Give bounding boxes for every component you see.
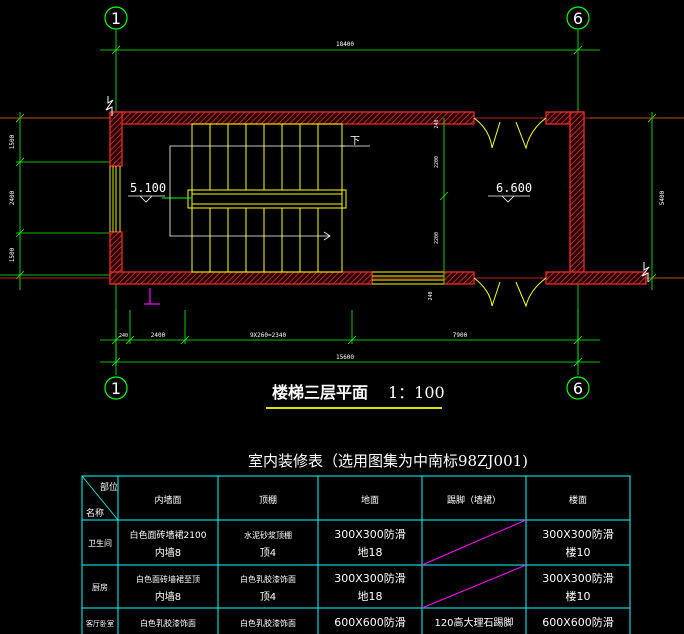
row-1-name: 卫生间: [88, 538, 112, 548]
mid-dimension: [439, 118, 449, 284]
finish-table-grid: [81, 475, 631, 634]
top-dimension-text: 18400: [336, 41, 354, 48]
stair-treads-lower: [209, 208, 319, 272]
level-left: 5.100: [130, 181, 166, 195]
row-2-upper-2: 楼10: [566, 589, 591, 603]
entry-threshold: [372, 271, 444, 285]
row-2-wall-2: 内墙8: [155, 590, 181, 603]
row-3-skirt-1: 120高大理石踢脚: [434, 616, 513, 629]
row-3-floor-1: 600X600防滑: [334, 615, 406, 629]
level-right: 6.600: [496, 181, 532, 195]
axis-bubble-left-bottom: 1: [104, 376, 128, 400]
header-skirting: 踢脚（墙裙）: [447, 494, 501, 506]
bottom-dim-1: 240: [119, 333, 128, 339]
header-wall: 内墙面: [154, 494, 181, 506]
walls: [109, 111, 647, 285]
row-2-name: 厨房: [92, 582, 108, 592]
bottom-dimensions: [100, 310, 600, 367]
table-title: 室内装修表（选用图集为中南标98ZJ001): [248, 452, 528, 470]
axis-label: 6: [573, 9, 583, 28]
right-dimension: [590, 112, 684, 290]
left-dim-2: 2400: [9, 190, 16, 205]
right-dim-total: 5400: [659, 190, 666, 205]
row-1-floor-2: 地18: [358, 546, 383, 559]
wall-bottom-right: [545, 271, 647, 285]
mid-dim-2: 2200: [434, 232, 440, 244]
row-1-ceiling-1: 水泥砂浆顶棚: [244, 530, 292, 540]
left-dimensions: [0, 112, 110, 290]
stair-treads-upper: [209, 124, 319, 190]
row-1-ceiling-2: 顶4: [260, 547, 276, 559]
top-dimension: [100, 45, 600, 55]
row-3-upper-1: 600X600防滑: [542, 615, 614, 629]
left-dim-3: 1500: [9, 247, 16, 262]
corner-bottom: 名称: [86, 507, 104, 519]
mid-dim-1: 2200: [434, 156, 440, 168]
wall-left-upper: [109, 111, 123, 167]
row-2-floor-2: 地18: [358, 590, 383, 603]
left-dim-1: 1500: [9, 134, 16, 149]
level-marker-left: [128, 195, 165, 203]
mid-dim-3: 240: [428, 291, 434, 300]
row-1-upper-1: 300X300防滑: [542, 527, 614, 541]
plan-scale: 1：100: [388, 383, 445, 402]
row-3-name: 客厅卧室: [86, 619, 114, 628]
row-1-wall-2: 内墙8: [155, 546, 181, 559]
skirting-na-marks: [421, 519, 527, 609]
axis-bubble-right-bottom: 6: [566, 376, 590, 400]
row-1-floor-1: 300X300防滑: [334, 527, 406, 541]
doors: [473, 117, 547, 308]
left-window: [109, 166, 121, 232]
header-ceiling: 顶棚: [259, 494, 277, 506]
axis-label: 1: [111, 379, 121, 398]
bottom-dim-2: 2400: [151, 332, 166, 339]
header-upper-floor: 楼面: [569, 494, 587, 506]
section-marker: [144, 288, 160, 305]
axis-label: 1: [111, 9, 121, 28]
row-2-floor-1: 300X300防滑: [334, 571, 406, 585]
bottom-dim-4: 7900: [453, 332, 468, 339]
wall-right: [569, 111, 585, 285]
mid-dim-top: 240: [434, 119, 440, 128]
axis-label: 6: [573, 379, 583, 398]
stair: [162, 123, 347, 273]
corner-top: 部位: [100, 481, 118, 493]
bottom-dim-total: 15600: [336, 354, 354, 361]
break-marks: [105, 96, 650, 282]
stair-down-label: 下: [350, 136, 360, 147]
plan-title: 楼梯三层平面: [272, 383, 368, 402]
header-floor: 地面: [361, 494, 379, 506]
stair-arrows: [169, 145, 370, 241]
row-1-upper-2: 楼10: [566, 545, 591, 559]
row-1-wall-1: 白色面砖墙裙2100: [130, 529, 207, 541]
level-marker-right: [488, 195, 530, 203]
wall-top-left: [109, 111, 475, 125]
row-3-ceiling-1: 白色乳胶漆饰面: [240, 618, 296, 628]
axis-bubble-right-top: 6: [566, 6, 590, 30]
row-2-upper-1: 300X300防滑: [542, 571, 614, 585]
row-2-ceiling-2: 顶4: [260, 591, 276, 603]
bottom-dim-3: 9X260=2340: [250, 332, 287, 339]
row-2-ceiling-1: 白色乳胶漆饰面: [240, 574, 296, 584]
wall-bottom-mid: [443, 271, 475, 285]
wall-bottom-left: [109, 271, 373, 285]
row-3-wall-1: 白色乳胶漆饰面: [140, 618, 196, 628]
row-2-wall-1: 白色面砖墙裙至顶: [136, 574, 200, 584]
axis-bubble-left-top: 1: [104, 6, 128, 30]
